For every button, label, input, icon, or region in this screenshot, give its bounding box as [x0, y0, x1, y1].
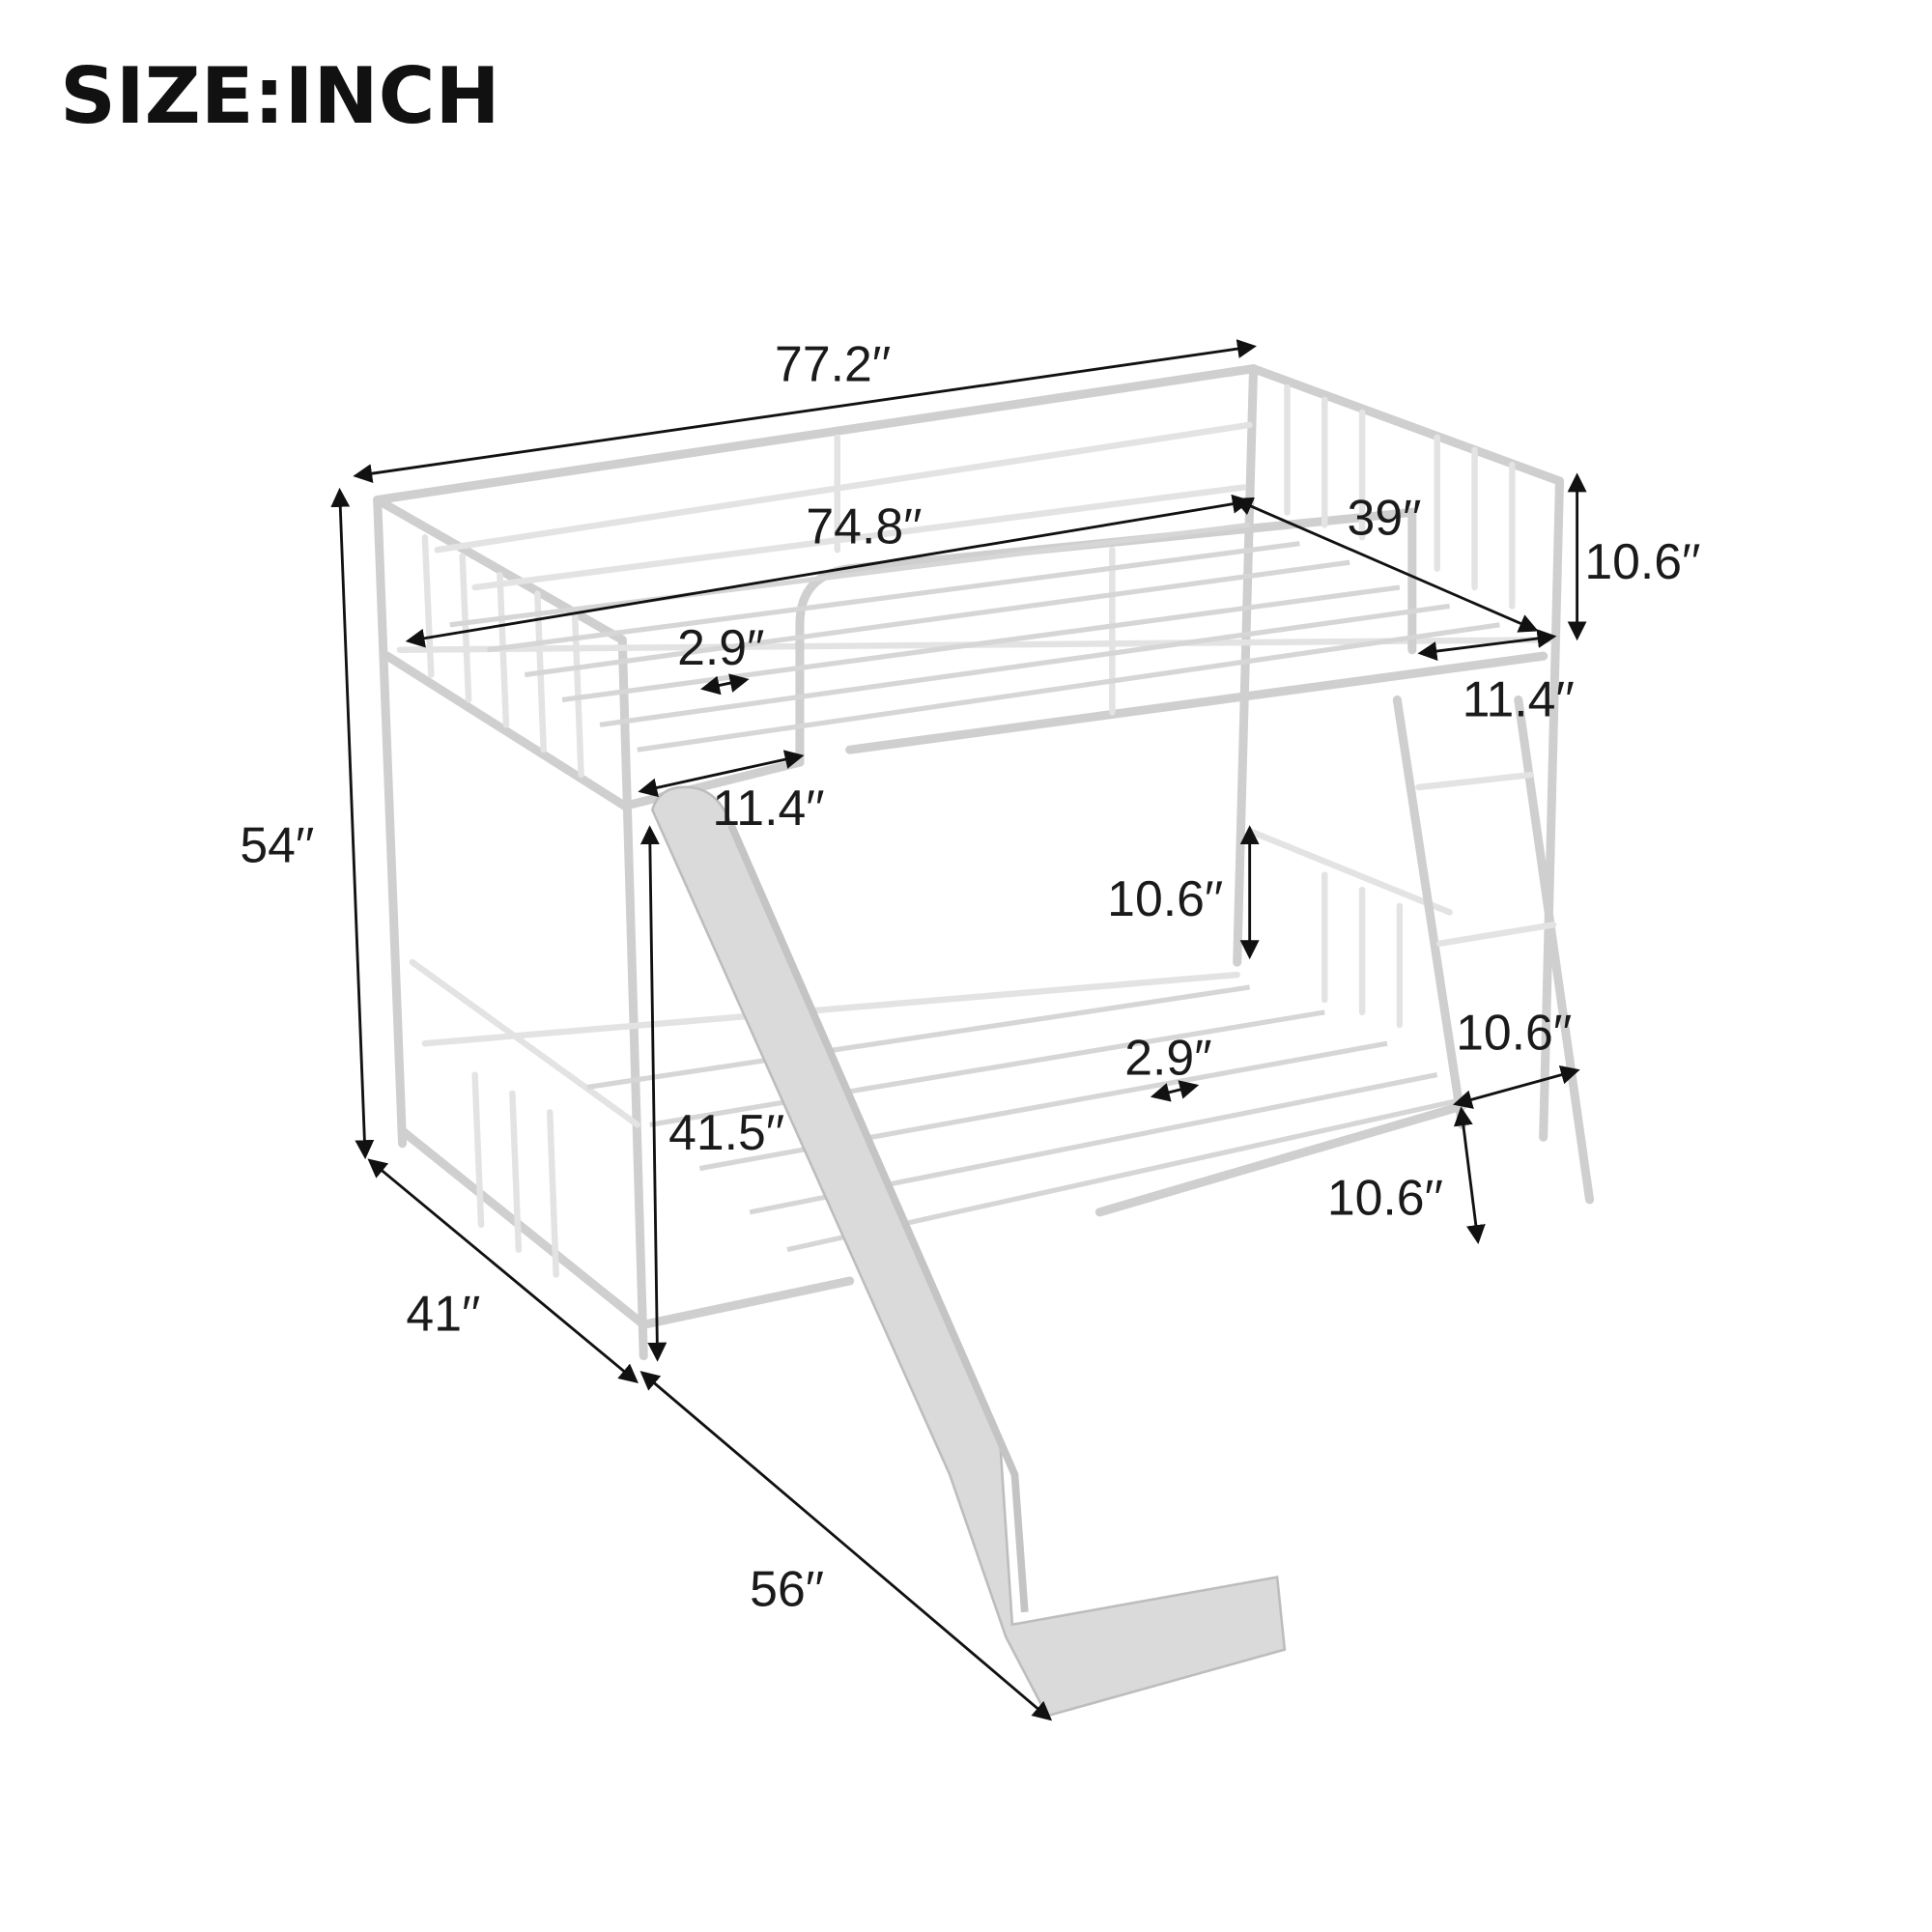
label-ladder-step-width: 10.6′′ — [1456, 1005, 1572, 1061]
label-inner-length: 74.8′′ — [806, 498, 922, 554]
label-slat-gap-bottom: 2.9″ — [1124, 1030, 1211, 1086]
label-bottom-guardrail-height: 10.6′′ — [1107, 870, 1223, 926]
label-slide-length: 56′′ — [750, 1560, 824, 1616]
label-slat-gap-top: 2.9″ — [677, 619, 764, 675]
label-overall-length: 77.2′′ — [775, 336, 891, 392]
label-overall-height: 54′′ — [240, 817, 314, 873]
label-top-guardrail-height: 10.6′′ — [1584, 533, 1700, 589]
label-ladder-opening: 11.4′′ — [1463, 670, 1575, 726]
dimension-lines — [330, 339, 1587, 1721]
label-slide-opening: 11.4′′ — [712, 780, 824, 836]
page-title: SIZE:INCH — [60, 51, 499, 141]
label-overall-width: 41′′ — [406, 1286, 480, 1342]
label-under-bed-clearance: 41.5′′ — [668, 1104, 784, 1160]
label-inner-width: 39′′ — [1348, 490, 1422, 546]
label-ladder-depth: 10.6′′ — [1327, 1169, 1443, 1225]
